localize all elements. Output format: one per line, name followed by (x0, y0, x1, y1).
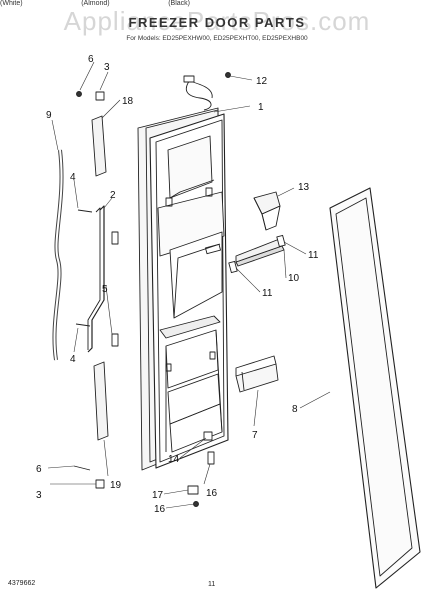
callout-1: 1 (258, 102, 264, 113)
door-panel (137, 75, 229, 471)
color-variants: (White) (Almond) (Black) (0, 0, 190, 7)
callout-16-right: 16 (206, 488, 218, 499)
screw-upper-4 (77, 209, 93, 213)
callout-19: 19 (110, 480, 122, 491)
callout-6-lower: 6 (36, 464, 42, 475)
callout-2: 2 (110, 190, 116, 201)
callout-14: 14 (168, 454, 180, 465)
screw-lower-6 (73, 465, 91, 471)
trim-cap-lower (228, 260, 238, 274)
callout-11-lower: 11 (262, 288, 273, 299)
trim-cap-upper (276, 234, 286, 248)
callout-4-upper: 4 (70, 172, 76, 183)
color-almond: (Almond) (81, 0, 110, 7)
callout-11-upper: 11 (308, 250, 319, 261)
bracket-17 (187, 485, 199, 495)
callout-8: 8 (292, 404, 298, 415)
callout-7: 7 (252, 430, 258, 441)
page-title: FREEZER DOOR PARTS (128, 15, 306, 30)
screw-upper-6 (76, 91, 82, 97)
callout-4-lower: 4 (70, 354, 76, 365)
screw-16 (193, 501, 199, 507)
callout-18: 18 (122, 96, 134, 107)
page-number: 11 (208, 581, 216, 588)
bracket-14 (203, 431, 213, 441)
bracket-16 (207, 451, 215, 465)
callout-16-left: 16 (154, 504, 166, 515)
callout-9: 9 (46, 110, 52, 121)
callout-10: 10 (288, 273, 300, 284)
lower-hinge-cover (93, 361, 109, 441)
color-white: (White) (0, 0, 23, 7)
document-number: 4379662 (8, 580, 36, 587)
door-bin (235, 355, 279, 393)
color-black: (Black) (168, 0, 190, 7)
screw-lower-4 (75, 323, 91, 327)
callout-12: 12 (256, 76, 268, 87)
callout-17: 17 (152, 490, 164, 501)
door-handle (87, 205, 119, 353)
door-gasket (329, 187, 421, 589)
upper-hinge-cover (91, 115, 107, 177)
dispenser-chute (253, 191, 281, 231)
callout-3-upper: 3 (104, 62, 110, 73)
hinge-lower-3 (95, 479, 105, 489)
trim-strip (235, 237, 285, 267)
hinge-upper-3 (95, 91, 105, 101)
screw-12 (225, 72, 231, 78)
callout-13: 13 (298, 182, 310, 193)
callout-6-upper: 6 (88, 54, 94, 65)
model-numbers: For Models: ED25PEXHW00, ED25PEXHT00, ED… (126, 35, 308, 42)
handle-trim-highlight (53, 149, 63, 361)
callout-5: 5 (102, 284, 108, 295)
callout-3-lower: 3 (36, 490, 42, 501)
watermark-text: AppliancePartsPros.com (63, 6, 371, 36)
